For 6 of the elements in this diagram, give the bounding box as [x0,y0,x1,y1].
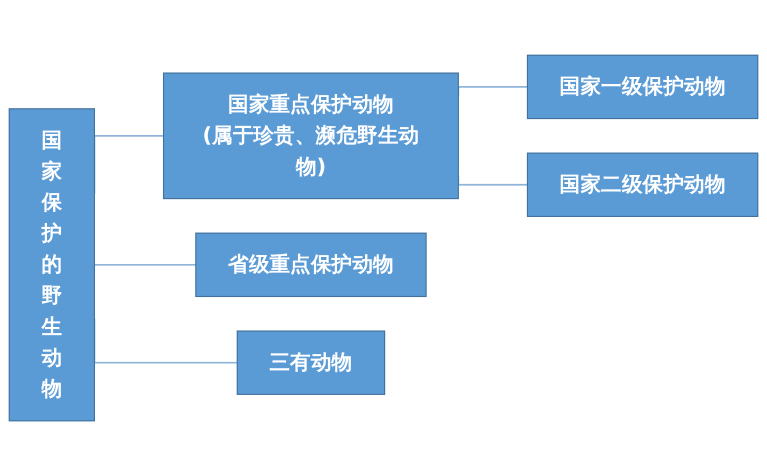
node-box: 省级重点保护动物 [195,232,427,298]
node-box: 国家一级保护动物 [526,54,758,120]
node-box: 国家二级保护动物 [526,152,758,217]
connector [94,264,196,266]
node-box: 国家重点保护动物 (属于珍贵、濒危野生动物) [162,72,459,200]
node-box: 三有动物 [236,330,386,395]
